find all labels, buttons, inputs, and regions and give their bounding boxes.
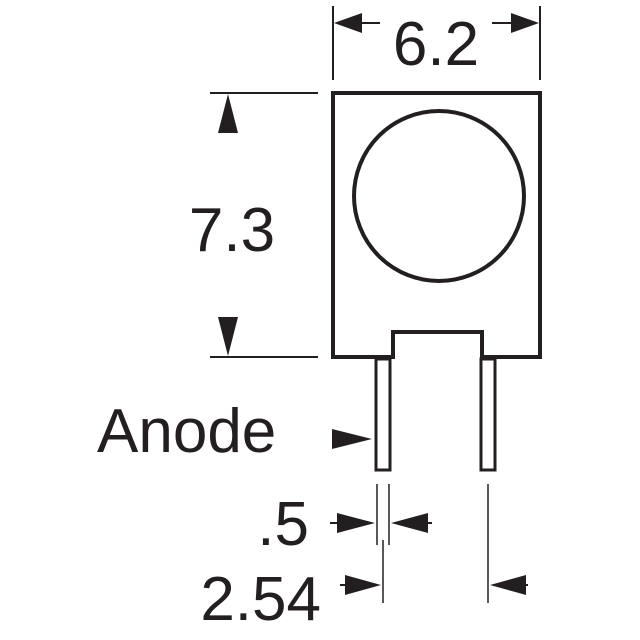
lead-spacing-arrow-left <box>345 575 381 595</box>
cathode-lead <box>479 357 497 472</box>
width-arrow-right <box>511 13 539 33</box>
lead-spacing-value: 2.54 <box>200 565 321 634</box>
anode-callout: Anode <box>97 397 372 466</box>
lead-spacing-arrow-right <box>490 575 526 595</box>
anode-label: Anode <box>97 397 276 466</box>
height-arrow-bottom <box>218 317 238 356</box>
led-housing-outline <box>331 91 542 359</box>
width-arrow-left <box>334 13 362 33</box>
lead-width-value: .5 <box>257 490 309 559</box>
led-leads <box>374 357 497 472</box>
led-body <box>331 91 542 359</box>
lead-width-arrow-right <box>391 513 428 533</box>
anode-arrow <box>332 429 372 449</box>
lead-spacing-dimension: 2.54 <box>200 484 528 634</box>
anode-lead <box>374 357 392 472</box>
width-dimension: 6.2 <box>332 6 541 80</box>
lead-width-dimension: .5 <box>257 484 432 559</box>
width-value: 6.2 <box>393 10 479 79</box>
lead-width-arrow-left <box>337 513 375 533</box>
height-dimension: 7.3 <box>189 92 318 358</box>
height-arrow-top <box>218 94 238 133</box>
height-value: 7.3 <box>189 196 275 265</box>
led-lens-circle <box>352 109 526 283</box>
